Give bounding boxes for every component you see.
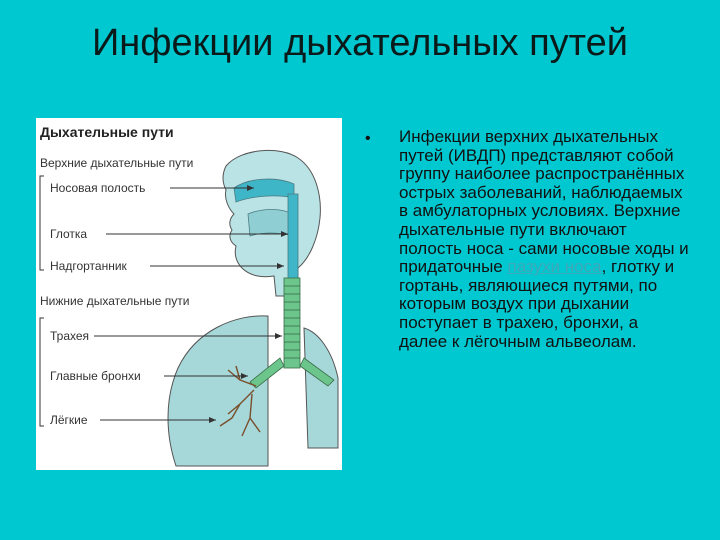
- lung-left-shape: [167, 315, 269, 467]
- sinuses-link[interactable]: пазухи носа: [507, 257, 602, 277]
- lower-group-bracket: [39, 317, 44, 427]
- bronchial-tree: [219, 365, 261, 437]
- label-main-bronchi: Главные бронхи: [50, 369, 141, 383]
- left-bronchus-shape: [249, 357, 285, 389]
- oral-cavity-shape: [247, 209, 293, 237]
- label-epiglottis: Надгортанник: [50, 259, 127, 273]
- anatomy-diagram: [39, 149, 339, 467]
- nasal-cavity-shape: [233, 178, 295, 203]
- right-bronchus-shape: [299, 357, 335, 387]
- upper-group-label: Верхние дыхательные пути: [40, 156, 194, 170]
- label-nasal-cavity: Носовая полость: [50, 181, 146, 195]
- upper-group-bracket: [39, 175, 44, 271]
- bullet-text-end: , глотку и гортань, являющиеся путями, п…: [399, 257, 675, 351]
- pointer-lines: [94, 187, 288, 421]
- respiratory-tract-figure: Дыхательные пути Верхние дыхательные пут…: [36, 118, 342, 470]
- label-trachea: Трахея: [50, 329, 90, 343]
- label-pharynx: Глотка: [50, 227, 88, 241]
- bullet-text-start: Инфекции верхних дыхательных путей (ИВДП…: [399, 127, 689, 277]
- trachea-rings: [284, 285, 300, 359]
- lower-group-label: Нижние дыхательные пути: [40, 294, 190, 308]
- pharynx-shape: [287, 193, 299, 289]
- label-lungs: Лёгкие: [50, 413, 88, 427]
- figure-heading: Дыхательные пути: [40, 124, 174, 140]
- lung-right-shape: [303, 327, 339, 449]
- bullet-marker: •: [365, 130, 371, 147]
- trachea-shape: [283, 277, 301, 369]
- pointer-arrowheads: [209, 185, 288, 423]
- bullet-paragraph: Инфекции верхних дыхательных путей (ИВДП…: [399, 127, 689, 351]
- slide-title: Инфекции дыхательных путей: [91, 22, 629, 64]
